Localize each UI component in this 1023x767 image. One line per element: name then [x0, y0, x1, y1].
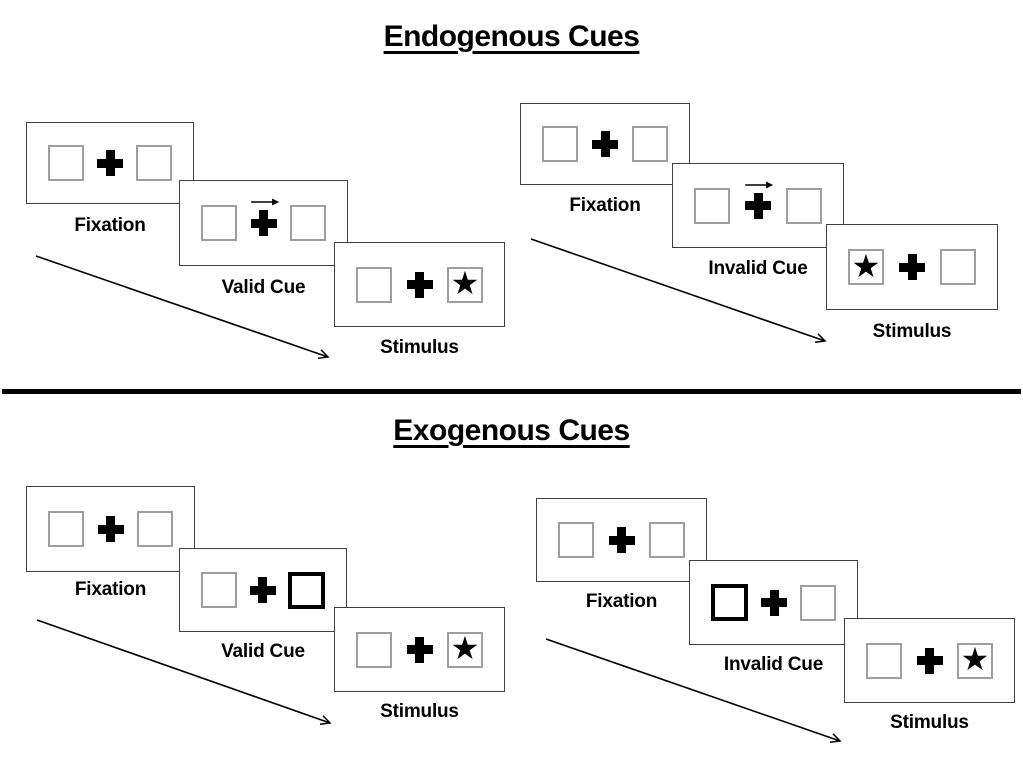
valid-cue-label: Valid Cue	[221, 277, 306, 298]
stimulus-card: ★	[844, 618, 1015, 703]
plus-icon	[406, 271, 433, 298]
star-icon: ★	[851, 247, 881, 284]
left-placeholder-box	[201, 572, 237, 608]
left-placeholder-box	[48, 511, 84, 547]
right-placeholder-box	[290, 205, 326, 241]
target-box: ★	[447, 630, 483, 668]
fixation-cross	[916, 647, 943, 674]
plus-icon	[761, 589, 787, 616]
fixation-cross	[406, 636, 433, 663]
target-box: ★	[447, 265, 483, 303]
fixation-cross	[250, 198, 279, 236]
fixation-cross	[97, 150, 123, 176]
plus-icon	[97, 150, 123, 176]
fixation-card	[26, 486, 195, 572]
right-placeholder-box	[940, 249, 976, 285]
left-placeholder-box	[558, 522, 594, 558]
sequence-arrow	[36, 619, 332, 726]
star-icon: ★	[450, 630, 480, 666]
invalid-cue-label: Invalid Cue	[708, 258, 808, 279]
plus-icon	[406, 636, 433, 663]
fixation-cross	[608, 527, 635, 553]
fixation-card	[26, 122, 194, 204]
left-placeholder-box	[356, 266, 392, 303]
valid-cue-card	[179, 548, 347, 632]
plus-icon	[899, 254, 925, 280]
invalid-cue-card	[689, 560, 858, 645]
sequence-arrow	[35, 255, 330, 360]
fixation-label: Fixation	[74, 215, 146, 236]
fixation-label: Fixation	[74, 579, 147, 600]
valid-cue-card	[179, 180, 348, 266]
target-box: ★	[848, 249, 884, 285]
plus-icon	[916, 647, 943, 674]
plus-icon	[97, 516, 124, 542]
plus-icon	[250, 210, 277, 236]
highlight-cue-box	[288, 571, 325, 609]
highlight-cue-box	[711, 584, 748, 621]
fixation-card	[536, 498, 707, 582]
endogenous-section-title: Endogenous Cues	[383, 20, 640, 53]
left-placeholder-box	[48, 145, 84, 181]
right-placeholder-box	[649, 522, 685, 558]
stimulus-card: ★	[826, 224, 998, 310]
fixation-cross	[97, 516, 124, 542]
stimulus-card: ★	[334, 607, 505, 692]
fixation-label: Fixation	[585, 591, 658, 612]
fixation-cross	[406, 271, 433, 298]
left-placeholder-box	[201, 205, 237, 241]
stimulus-label: Stimulus	[890, 712, 969, 733]
fixation-cross	[761, 589, 787, 616]
fixation-cross	[249, 577, 276, 603]
exogenous-section-title: Exogenous Cues	[393, 414, 630, 447]
right-placeholder-box	[800, 584, 836, 621]
sequence-arrow	[530, 238, 827, 344]
right-placeholder-box	[137, 511, 173, 547]
left-placeholder-box	[866, 642, 902, 679]
right-placeholder-box	[136, 145, 172, 181]
cue-arrow-right-icon	[250, 198, 279, 206]
left-placeholder-box	[694, 187, 730, 224]
target-box: ★	[957, 641, 993, 679]
section-divider	[2, 389, 1021, 394]
plus-icon	[608, 527, 635, 553]
star-icon: ★	[450, 265, 480, 301]
fixation-cross	[745, 181, 774, 219]
stimulus-label: Stimulus	[872, 321, 952, 342]
right-placeholder-box	[632, 126, 668, 162]
fixation-label: Fixation	[569, 195, 641, 216]
left-placeholder-box	[356, 631, 392, 668]
cue-arrow-right-icon	[745, 181, 774, 188]
fixation-cross	[592, 131, 618, 157]
fixation-cross	[899, 254, 925, 280]
valid-cue-label: Valid Cue	[221, 641, 305, 662]
plus-icon	[745, 192, 771, 219]
plus-icon	[592, 131, 618, 157]
left-placeholder-box	[542, 126, 578, 162]
plus-icon	[249, 577, 276, 603]
right-placeholder-box	[786, 187, 822, 224]
stimulus-label: Stimulus	[380, 337, 459, 358]
invalid-cue-card	[672, 163, 844, 248]
star-icon: ★	[960, 641, 990, 677]
stimulus-label: Stimulus	[380, 701, 459, 722]
invalid-cue-label: Invalid Cue	[723, 654, 824, 675]
stimulus-card: ★	[334, 242, 505, 327]
fixation-card	[520, 103, 690, 185]
